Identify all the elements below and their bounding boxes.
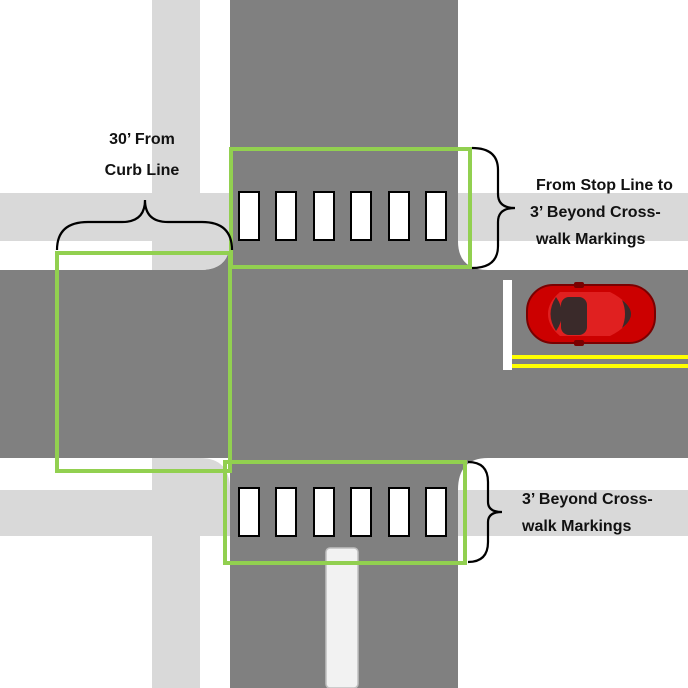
curb-corner-bottom-left — [200, 458, 230, 490]
centerline-1 — [512, 355, 688, 359]
zone-left-curb — [55, 251, 232, 473]
crosswalk-bottom-stripe-1 — [238, 487, 260, 537]
crosswalk-top-stripe-3 — [313, 191, 335, 241]
curb-corner-top-right — [458, 241, 488, 270]
car-icon — [526, 282, 656, 346]
stop-line — [503, 280, 512, 370]
crosswalk-top-stripe-1 — [238, 191, 260, 241]
label-stop-line-3: walk Markings — [536, 231, 646, 248]
zone-bottom-crosswalk — [223, 460, 467, 565]
crosswalk-top-stripe-6 — [425, 191, 447, 241]
crosswalk-top-stripe-2 — [275, 191, 297, 241]
label-beyond-1: 3’ Beyond Cross- — [522, 491, 653, 508]
label-stop-line-1: From Stop Line to — [536, 177, 673, 194]
crosswalk-bottom-stripe-5 — [388, 487, 410, 537]
crosswalk-top — [238, 191, 447, 241]
crosswalk-top-stripe-4 — [350, 191, 372, 241]
brace-top-right — [471, 146, 516, 270]
crosswalk-top-stripe-5 — [388, 191, 410, 241]
brace-bottom-right — [467, 460, 503, 564]
crosswalk-bottom — [238, 487, 447, 537]
label-stop-line-2: 3’ Beyond Cross- — [530, 204, 661, 221]
curb-corner-top-left-sidewalk — [200, 241, 230, 270]
centerline-2 — [512, 364, 688, 368]
crosswalk-bottom-stripe-6 — [425, 487, 447, 537]
crosswalk-bottom-stripe-4 — [350, 487, 372, 537]
label-beyond-2: walk Markings — [522, 518, 632, 535]
label-curb-line-2: Curb Line — [104, 162, 180, 179]
crosswalk-bottom-stripe-2 — [275, 487, 297, 537]
crosswalk-bottom-stripe-3 — [313, 487, 335, 537]
zone-top-crosswalk — [229, 147, 472, 269]
median-island — [325, 547, 359, 688]
label-curb-line-1: 30’ From — [109, 131, 175, 148]
brace-top-left — [55, 199, 234, 251]
